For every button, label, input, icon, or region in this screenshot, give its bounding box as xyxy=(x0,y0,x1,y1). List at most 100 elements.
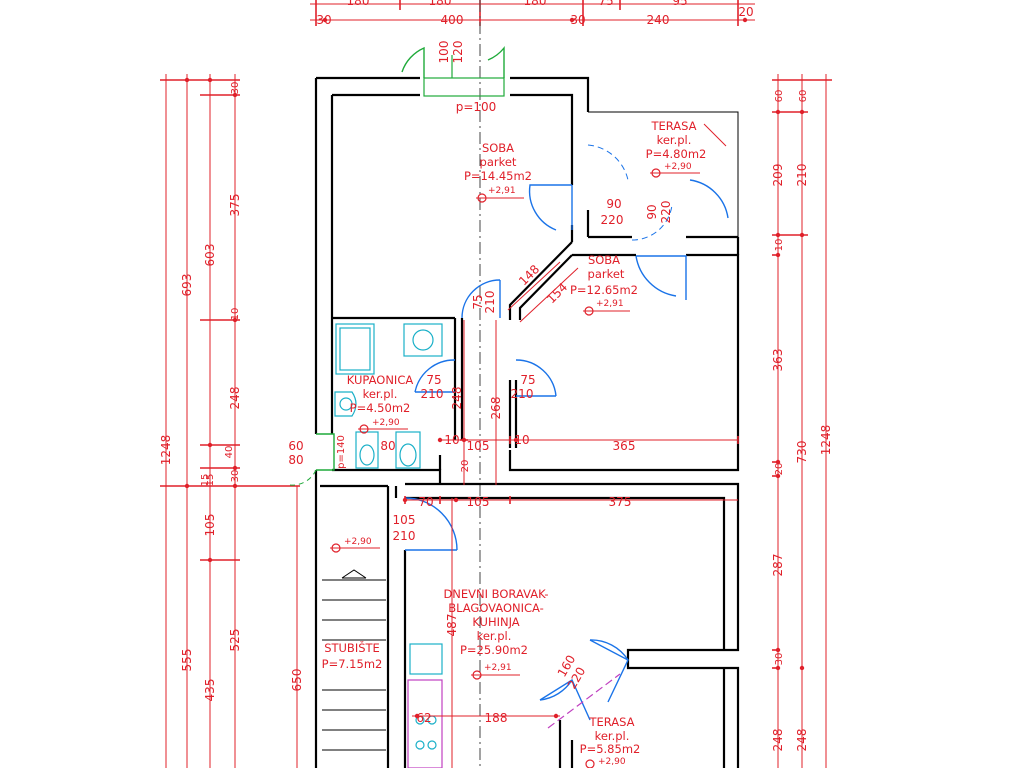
inner-dim-248: 248 xyxy=(450,387,464,410)
terasa1-level: +2,90 xyxy=(664,162,692,172)
right-dim-363: 363 xyxy=(771,349,785,372)
soba2-door-width: 75 xyxy=(520,373,535,387)
soba2-area: P=12.65m2 xyxy=(570,283,638,297)
inner-dim-365: 365 xyxy=(613,439,636,453)
left-dim-30a: 30 xyxy=(230,82,241,95)
soba1-door-height: 220 xyxy=(601,213,624,227)
dnevni-floor: ker.pl. xyxy=(477,629,512,643)
inner-dim-105a: 105 xyxy=(467,439,490,453)
top-dimension-lines: 180 180 180 75 95 30 400 30 240 20 xyxy=(310,0,755,27)
inner-dim-10a: 10 xyxy=(444,433,459,447)
top-dim-180a: 180 xyxy=(347,0,370,8)
soba2-level: +2,91 xyxy=(596,299,624,309)
stubiste-area: P=7.15m2 xyxy=(322,657,383,671)
top-dim-180b: 180 xyxy=(429,0,452,8)
soba1-floor: parket xyxy=(480,155,517,169)
landing-level: +2,90 xyxy=(330,537,380,553)
left-dim-10: 10 xyxy=(230,308,241,321)
left-dim-435: 435 xyxy=(203,679,217,702)
right-dim-209: 209 xyxy=(771,164,785,187)
inner-dimension-lines: 248 268 10 105 10 365 20 70 105 375 487 … xyxy=(200,261,739,768)
walls xyxy=(314,76,740,768)
inner-dim-105b: 105 xyxy=(467,495,490,509)
landing-level-text: +2,90 xyxy=(344,537,372,547)
left-dim-603: 603 xyxy=(203,244,217,267)
right-dim-287: 287 xyxy=(771,554,785,577)
soba1-name: SOBA xyxy=(482,141,514,155)
inner-dim-268: 268 xyxy=(489,397,503,420)
terasa2-floor: ker.pl. xyxy=(595,729,630,743)
inner-dim-375: 375 xyxy=(609,495,632,509)
left-dim-375: 375 xyxy=(228,194,242,217)
left-dimension-lines: 1248 693 555 603 105 435 30 375 10 248 3… xyxy=(159,74,304,768)
kup-door-width: 75 xyxy=(426,373,441,387)
soba1-door-width: 90 xyxy=(606,197,621,211)
soba2-name: SOBA xyxy=(588,253,620,267)
room-stubiste: STUBIŠTE P=7.15m2 xyxy=(322,640,383,671)
kupaonica-name: KUPAONICA xyxy=(347,373,414,387)
stubiste-name: STUBIŠTE xyxy=(324,640,380,655)
right-dim-10: 10 xyxy=(774,239,785,252)
top-dim-75: 75 xyxy=(598,0,613,8)
right-dim-730: 730 xyxy=(795,441,809,464)
right-dim-248b: 248 xyxy=(795,729,809,752)
left-dim-30b: 30 xyxy=(230,470,241,483)
top-dim-30b: 30 xyxy=(570,13,585,27)
top-dim-400: 400 xyxy=(441,13,464,27)
right-dim-1248: 1248 xyxy=(819,425,833,456)
bathroom-fixtures xyxy=(334,323,443,768)
right-dim-30: 30 xyxy=(774,653,785,666)
inner-dim-40: 40 xyxy=(224,446,235,459)
right-dim-60b: 60 xyxy=(798,90,809,103)
inner-dim-487: 487 xyxy=(445,614,459,637)
room-terasa-1: TERASA ker.pl. P=4.80m2 +2,90 xyxy=(646,119,727,178)
kupaonica-area: P=4.50m2 xyxy=(350,401,411,415)
terasa1-name: TERASA xyxy=(650,119,696,133)
top-dim-20: 20 xyxy=(738,5,753,19)
entry-door-width-120: 120 xyxy=(451,41,465,64)
left-dim-105: 105 xyxy=(203,514,217,537)
inner-dim-20: 20 xyxy=(460,460,471,473)
inner-dim-188: 188 xyxy=(485,711,508,725)
soba2-floor: parket xyxy=(588,267,625,281)
entry-door-parapet: p=100 xyxy=(456,100,497,114)
left-dim-525: 525 xyxy=(228,629,242,652)
left-dim-1248: 1248 xyxy=(159,435,173,466)
dnevni-name-1: DNEVNI BORAVAK- xyxy=(443,587,548,601)
right-dim-210: 210 xyxy=(795,164,809,187)
kupaonica-floor: ker.pl. xyxy=(363,387,398,401)
room-dnevni-boravak: DNEVNI BORAVAK- BLAGOVAONICA- KUHINJA ke… xyxy=(443,587,549,680)
inner-dim-62: 62 xyxy=(416,711,431,725)
right-dimension-lines: 60 209 10 363 20 287 30 248 60 210 730 2… xyxy=(771,74,833,768)
diag-dim-154: 154 xyxy=(544,280,570,306)
entry-door-width-100: 100 xyxy=(437,41,451,64)
top-dim-30a: 30 xyxy=(316,13,331,27)
window-parapet: p=140 xyxy=(336,435,347,469)
room-soba-2: SOBA parket P=12.65m2 +2,91 xyxy=(570,253,638,316)
top-dim-180c: 180 xyxy=(524,0,547,8)
inner-dim-10b: 10 xyxy=(514,433,529,447)
soba2-door-height: 210 xyxy=(511,387,534,401)
hall-door-height: 210 xyxy=(483,291,497,314)
dnevni-area: P=25.90m2 xyxy=(460,643,528,657)
dnevni-name-2: BLAGOVAONICA- xyxy=(448,601,544,615)
window-height: 80 xyxy=(288,453,303,467)
right-dim-248a: 248 xyxy=(771,729,785,752)
inner-dim-15: 15 xyxy=(200,474,211,487)
terasa1-door-height: 220 xyxy=(659,201,673,224)
diag-dim-148: 148 xyxy=(516,262,542,288)
right-dim-20: 20 xyxy=(774,463,785,476)
terasa2-level: +2,90 xyxy=(598,757,626,767)
terasa2-name: TERASA xyxy=(588,715,634,729)
left-dim-693: 693 xyxy=(180,274,194,297)
inner-dim-70: 70 xyxy=(418,495,433,509)
left-dim-650: 650 xyxy=(290,669,304,692)
window-bottom-80: 80 xyxy=(380,439,395,453)
terasa1-area: P=4.80m2 xyxy=(646,147,707,161)
terasa1-door-width: 90 xyxy=(645,204,659,219)
soba1-level: +2,91 xyxy=(488,186,516,196)
room-kupaonica: KUPAONICA ker.pl. P=4.50m2 +2,90 xyxy=(347,373,414,434)
room-terasa-2: TERASA ker.pl. P=5.85m2 +2,90 xyxy=(580,715,640,768)
top-dim-240: 240 xyxy=(647,13,670,27)
